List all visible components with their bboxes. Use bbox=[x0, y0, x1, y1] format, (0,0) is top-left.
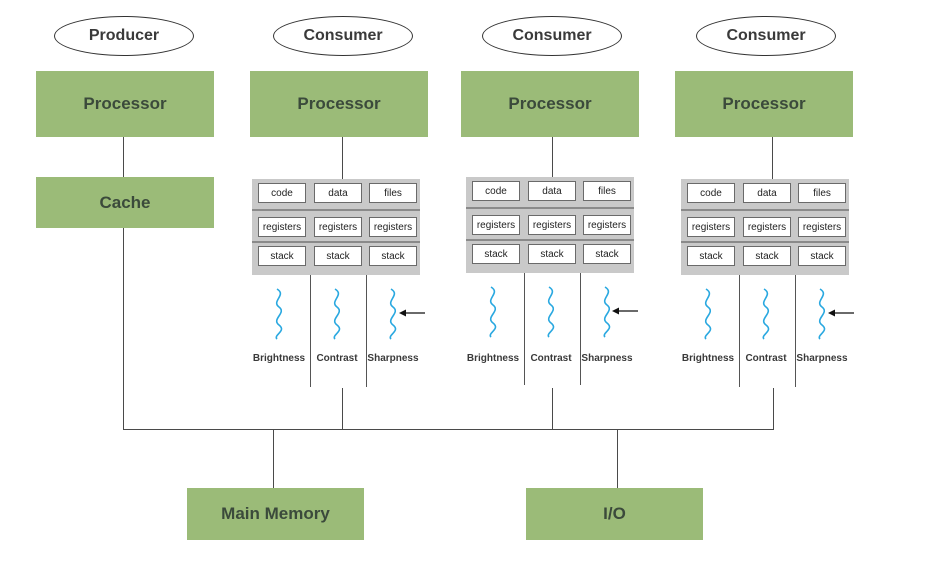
consumer-node-3: Consumer bbox=[696, 16, 836, 56]
connector-bus-memory bbox=[273, 429, 274, 488]
consumer-label-2: Consumer bbox=[512, 27, 592, 44]
data-cell: data bbox=[528, 181, 576, 201]
brightness-thread-label: Brightness bbox=[681, 353, 735, 364]
stack-cell: stack bbox=[258, 246, 306, 266]
panel-separator bbox=[681, 241, 849, 243]
producer-label: Producer bbox=[88, 27, 160, 44]
registers-cell: registers bbox=[369, 217, 417, 237]
stack-cell: stack bbox=[583, 244, 631, 264]
processor-box-4: Processor bbox=[675, 71, 853, 137]
thread-divider bbox=[795, 275, 796, 387]
process-panel-2: code registers stack data registers stack file… bbox=[252, 179, 420, 275]
contrast-thread-wave-icon bbox=[547, 286, 555, 338]
producer-node: Producer bbox=[54, 16, 194, 56]
io-label: I/O bbox=[603, 504, 626, 523]
registers-cell: registers bbox=[583, 215, 631, 235]
arrow-left-icon bbox=[828, 309, 854, 317]
sharpness-thread-wave-icon bbox=[603, 286, 611, 338]
stack-cell: stack bbox=[743, 246, 791, 266]
code-cell: code bbox=[258, 183, 306, 203]
code-cell: code bbox=[472, 181, 520, 201]
registers-cell: registers bbox=[314, 217, 362, 237]
sharpness-thread-wave-icon bbox=[389, 288, 397, 340]
registers-cell: registers bbox=[258, 217, 306, 237]
sharpness-thread-label: Sharpness bbox=[367, 353, 419, 364]
brightness-thread-label: Brightness bbox=[252, 353, 306, 364]
processor-label-1: Processor bbox=[83, 94, 167, 113]
connector-panel2-bus bbox=[342, 388, 343, 430]
stack-cell: stack bbox=[472, 244, 520, 264]
contrast-thread-wave-icon bbox=[333, 288, 341, 340]
connector-processor3-panel bbox=[552, 137, 553, 177]
brightness-thread-wave-icon bbox=[275, 288, 283, 340]
arrow-left-icon bbox=[612, 307, 638, 315]
contrast-thread-label: Contrast bbox=[316, 353, 358, 364]
cache-label: Cache bbox=[99, 192, 151, 212]
stack-cell: stack bbox=[687, 246, 735, 266]
connector-processor2-panel bbox=[342, 137, 343, 179]
panel-separator bbox=[681, 209, 849, 211]
consumer-node-2: Consumer bbox=[482, 16, 622, 56]
processor-label-3: Processor bbox=[508, 94, 592, 113]
registers-cell: registers bbox=[528, 215, 576, 235]
data-cell: data bbox=[314, 183, 362, 203]
connector-panel4-bus bbox=[773, 388, 774, 430]
connector-bus-io bbox=[617, 429, 618, 488]
stack-cell: stack bbox=[798, 246, 846, 266]
code-cell: code bbox=[687, 183, 735, 203]
processor-box-3: Processor bbox=[461, 71, 639, 137]
connector-cache-bus bbox=[123, 228, 124, 429]
main-memory-label: Main Memory bbox=[221, 504, 330, 523]
panel-separator bbox=[466, 207, 634, 209]
stack-cell: stack bbox=[314, 246, 362, 266]
connector-processor-cache bbox=[123, 137, 124, 177]
panel-separator bbox=[252, 241, 420, 243]
processor-box-1: Processor bbox=[36, 71, 214, 137]
connector-panel3-bus bbox=[552, 388, 553, 430]
thread-divider bbox=[524, 273, 525, 385]
registers-cell: registers bbox=[743, 217, 791, 237]
files-cell: files bbox=[583, 181, 631, 201]
consumer-label-3: Consumer bbox=[726, 27, 806, 44]
io-box: I/O bbox=[526, 488, 703, 540]
connector-processor4-panel bbox=[772, 137, 773, 179]
files-cell: files bbox=[798, 183, 846, 203]
panel-separator bbox=[466, 239, 634, 241]
brightness-thread-wave-icon bbox=[704, 288, 712, 340]
cache-box: Cache bbox=[36, 177, 214, 228]
consumer-node-1: Consumer bbox=[273, 16, 413, 56]
brightness-thread-label: Brightness bbox=[466, 353, 520, 364]
contrast-thread-wave-icon bbox=[762, 288, 770, 340]
system-bus bbox=[123, 429, 774, 430]
consumer-label-1: Consumer bbox=[303, 27, 383, 44]
sharpness-thread-label: Sharpness bbox=[796, 353, 848, 364]
data-cell: data bbox=[743, 183, 791, 203]
registers-cell: registers bbox=[687, 217, 735, 237]
main-memory-box: Main Memory bbox=[187, 488, 364, 540]
processor-box-2: Processor bbox=[250, 71, 428, 137]
registers-cell: registers bbox=[798, 217, 846, 237]
process-panel-4: code registers stack data registers stack file… bbox=[681, 179, 849, 275]
registers-cell: registers bbox=[472, 215, 520, 235]
contrast-thread-label: Contrast bbox=[745, 353, 787, 364]
processor-label-4: Processor bbox=[722, 94, 806, 113]
thread-divider bbox=[310, 275, 311, 387]
contrast-thread-label: Contrast bbox=[530, 353, 572, 364]
panel-separator bbox=[252, 209, 420, 211]
processor-label-2: Processor bbox=[297, 94, 381, 113]
thread-divider bbox=[739, 275, 740, 387]
stack-cell: stack bbox=[369, 246, 417, 266]
sharpness-thread-label: Sharpness bbox=[581, 353, 633, 364]
arrow-left-icon bbox=[399, 309, 425, 317]
thread-divider bbox=[580, 273, 581, 385]
sharpness-thread-wave-icon bbox=[818, 288, 826, 340]
brightness-thread-wave-icon bbox=[489, 286, 497, 338]
stack-cell: stack bbox=[528, 244, 576, 264]
thread-divider bbox=[366, 275, 367, 387]
files-cell: files bbox=[369, 183, 417, 203]
process-panel-3: code registers stack data registers stack file… bbox=[466, 177, 634, 273]
